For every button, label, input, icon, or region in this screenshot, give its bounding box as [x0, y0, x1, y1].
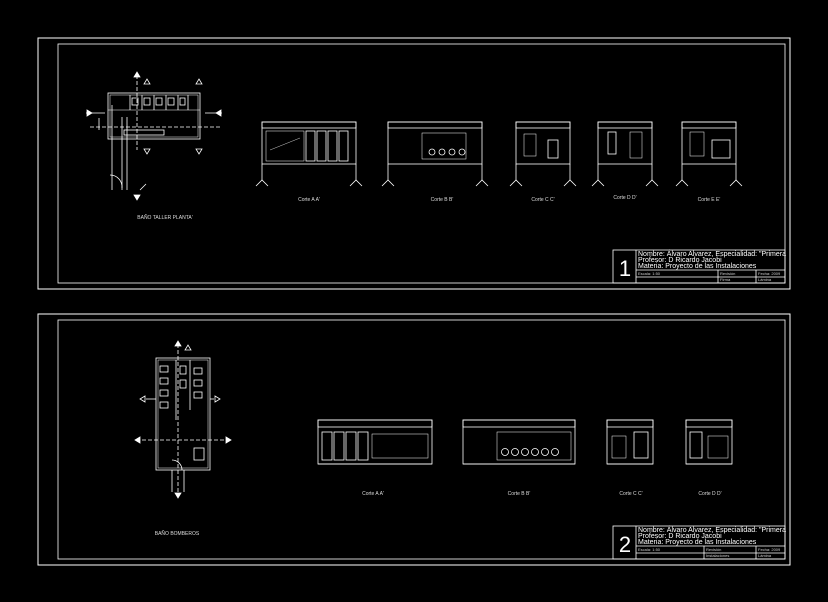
- sheet-1-inner-border: [57, 43, 786, 284]
- sheet-1-section-cc: [509, 121, 577, 187]
- sheet-1-title-line-3: Materia: Proyecto de las Instalaciones: [638, 263, 757, 270]
- sheet-2-number: 2: [619, 532, 631, 557]
- sheet-2-section-dd: [685, 419, 733, 465]
- sheet-1: BAÑO TALLER PLANTA' Corte A A': [37, 37, 791, 290]
- sheet-2-field-a: Escala: 1:50: [638, 547, 661, 552]
- sheet-1-field-e: Lámina: [758, 277, 772, 282]
- sheet-2-plan-label: BAÑO BOMBEROS: [155, 530, 200, 537]
- sheet-1-section-label-3: Corte C C': [531, 197, 554, 203]
- sheet-2-section-label-4: Corte D D': [698, 491, 721, 497]
- sheet-2-inner-border: [57, 319, 786, 560]
- sheet-2-plan: [134, 340, 232, 500]
- sheet-1-section-label-2: Corte B B': [431, 197, 454, 203]
- sheet-2: BAÑO BOMBEROS Corte A A' Corte B B': [37, 313, 791, 566]
- sheet-2-section-bb: [462, 419, 576, 465]
- sheet-2-title-line-1: Nombre: Álvaro Alvarez, Especialidad: "P…: [638, 525, 786, 534]
- sheet-2-section-label-2: Corte B B': [508, 491, 531, 497]
- sheet-1-section-ee: [675, 121, 743, 187]
- sheet-1-section-aa: [255, 121, 363, 187]
- sheet-1-section-label-4: Corte D D': [613, 195, 636, 201]
- sheet-1-section-label-1: Corte A A': [298, 197, 320, 203]
- sheet-2-section-label-1: Corte A A': [362, 491, 384, 497]
- sheet-1-title-block: [612, 249, 786, 284]
- sheet-1-section-bb: [381, 121, 489, 187]
- sheet-1-section-label-5: Corte E E': [698, 197, 721, 203]
- sheet-1-number: 1: [619, 256, 631, 281]
- sheet-1-title-line-1: Nombre: Álvaro Alvarez, Especialidad: "P…: [638, 249, 786, 258]
- sheet-2-title-block: [612, 525, 786, 560]
- sheet-1-title-line-2: Profesor: D Ricardo Jacobi: [638, 257, 722, 264]
- sheet-2-section-aa: [317, 419, 433, 465]
- sheet-2-title-line-2: Profesor: D Ricardo Jacobi: [638, 533, 722, 540]
- sheet-1-field-c: Fecha: 2009: [758, 271, 781, 276]
- sheet-2-field-e: Lámina: [758, 553, 772, 558]
- sheet-1-plan-label: BAÑO TALLER PLANTA': [137, 214, 192, 221]
- sheet-1-field-d: Firma: [720, 277, 731, 282]
- sheet-2-section-label-3: Corte C C': [619, 491, 642, 497]
- sheet-2-outer-border: [37, 313, 791, 566]
- sheet-2-title-line-3: Materia: Proyecto de las Instalaciones: [638, 539, 757, 546]
- sheet-2-field-b: Revisión: [706, 547, 721, 552]
- sheet-1-field-a: Escala: 1:50: [638, 271, 661, 276]
- sheet-2-field-d: Instalaciones: [706, 553, 729, 558]
- sheet-1-field-b: Revisión: [720, 271, 735, 276]
- sheet-1-section-dd: [591, 121, 659, 187]
- sheet-1-outer-border: [37, 37, 791, 290]
- sheet-2-field-c: Fecha: 2009: [758, 547, 781, 552]
- sheet-2-section-cc: [606, 419, 654, 465]
- sheet-1-plan: [86, 71, 222, 201]
